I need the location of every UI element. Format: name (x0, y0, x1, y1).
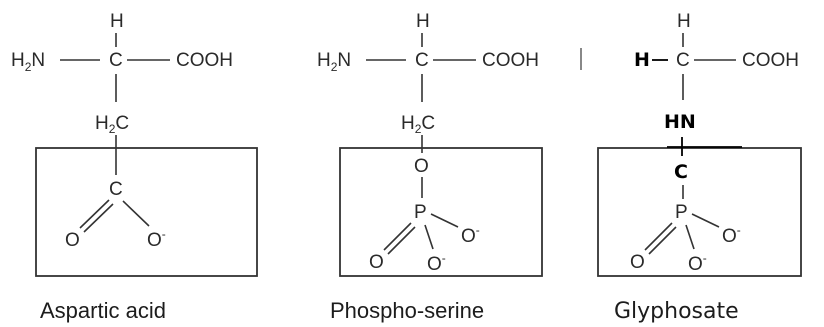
atom-c: C (115, 113, 129, 134)
molecule-glyphosate: H H C COOH HN C P O O- O- Glyphosate (597, 11, 802, 324)
double-bond (387, 226, 416, 255)
caption-glyphosate: Glyphosate (614, 299, 739, 324)
double-bond (79, 199, 110, 229)
atom-o: O (688, 254, 703, 275)
charge: - (442, 251, 446, 265)
bond (685, 224, 695, 250)
amine-group: H2N (317, 50, 351, 74)
atom-h-top: H (416, 11, 430, 32)
double-bond (383, 222, 412, 251)
atom-h-top: H (677, 11, 691, 32)
atom-n: N (337, 50, 351, 71)
atom-o: O (722, 226, 737, 247)
bond (430, 213, 459, 228)
functional-group-box (339, 147, 543, 277)
atom-o-ester: O (414, 156, 429, 177)
amine-group: H2N (11, 50, 45, 74)
atom-h: H (401, 113, 415, 134)
atom-h: H (11, 50, 25, 71)
atom-n: N (31, 50, 45, 71)
functional-group-box (597, 147, 802, 277)
charge: - (703, 251, 707, 265)
atom-o: O (147, 230, 162, 251)
subscript: 2 (331, 60, 338, 74)
methylene-group: H2C (401, 113, 435, 136)
molecule-phospho-serine: H H2N C COOH H2C O P O O- O- Phospho-ser… (317, 11, 543, 323)
caption-phospho-serine: Phospho-serine (330, 298, 484, 323)
oxygen-anion-bottom: O- (688, 251, 707, 275)
oxygen-anion-right: O- (461, 223, 480, 247)
carboxyl-group: COOH (742, 50, 799, 71)
atom-c: C (421, 113, 435, 134)
atom-c-alpha: C (415, 50, 429, 71)
atom-o: O (461, 226, 476, 247)
atom-o: O (427, 254, 442, 275)
functional-group-box (35, 147, 258, 277)
atom-h: H (95, 113, 109, 134)
double-bond (648, 226, 677, 255)
atom-c-alpha: C (109, 50, 123, 71)
charge: - (476, 223, 480, 237)
carboxyl-group: COOH (482, 50, 539, 71)
caption-aspartic-acid: Aspartic acid (40, 298, 166, 323)
subscript: 2 (25, 60, 32, 74)
bond (691, 213, 720, 228)
charge: - (162, 227, 166, 241)
atom-o-left: O (65, 230, 80, 251)
molecule-aspartic-acid: H H2N C COOH H2C C O O- Aspartic acid (11, 11, 258, 323)
atom-o-left: O (369, 252, 384, 273)
bond (122, 200, 150, 227)
carboxyl-group: COOH (176, 50, 233, 71)
atom-o-left: O (630, 252, 645, 273)
amine-group: HN (664, 111, 696, 133)
double-bond (83, 203, 114, 233)
subscript: 2 (415, 122, 422, 136)
atom-c-alpha: C (676, 50, 690, 71)
charge: - (737, 223, 741, 237)
oxygen-anion-bottom: O- (427, 251, 446, 275)
atom-h: H (317, 50, 331, 71)
atom-c-carboxylate: C (109, 179, 123, 200)
bond (424, 224, 434, 250)
atom-p: P (675, 202, 688, 223)
methylene-group: H2C (95, 113, 129, 136)
atom-p: P (414, 202, 427, 223)
oxygen-anion: O- (147, 227, 166, 251)
atom-c-methylene: C (674, 161, 688, 183)
atom-h-left: H (634, 49, 650, 71)
double-bond (644, 222, 673, 251)
atom-h-top: H (110, 11, 124, 32)
oxygen-anion-right: O- (722, 223, 741, 247)
subscript: 2 (109, 122, 116, 136)
